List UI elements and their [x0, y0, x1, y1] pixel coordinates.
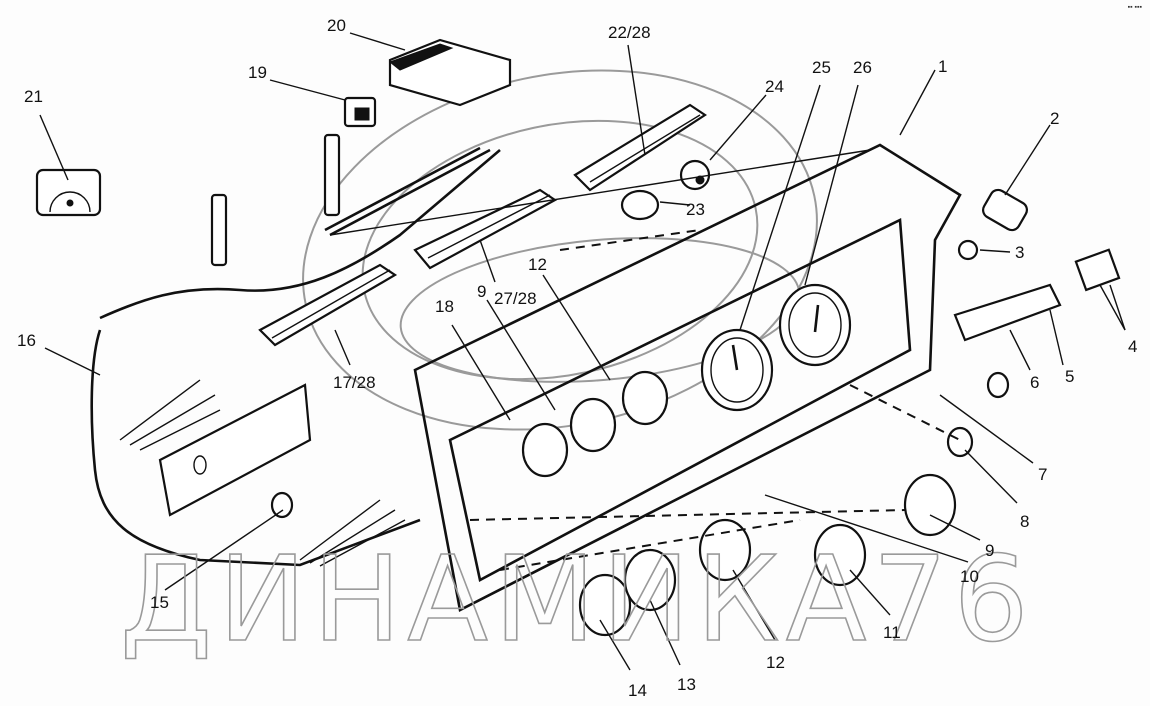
part-7-8-ignition [946, 371, 1010, 458]
gauge-9 [903, 473, 957, 537]
part-23-connector [620, 189, 660, 221]
callout-8: 8 [1020, 512, 1029, 531]
watermark-logo [302, 69, 818, 431]
callout-10: 10 [960, 567, 979, 586]
part-5-6-switches [953, 283, 1062, 342]
part-20-control-unit [388, 38, 512, 107]
switch-strip-22 [573, 103, 707, 192]
callout-13: 13 [677, 675, 696, 694]
callout-2: 2 [1050, 109, 1059, 128]
part-21-relay-block [35, 168, 102, 217]
gauge-25-speedometer [700, 328, 774, 412]
terminal-plate [158, 383, 312, 517]
wiring-harness [90, 146, 501, 567]
callout-5: 5 [1065, 367, 1074, 386]
callout-22-28: 22/28 [608, 23, 651, 42]
panel-housing [413, 143, 962, 612]
callout-12-upper: 12 [528, 255, 547, 274]
callout-27-28: 27/28 [494, 289, 537, 308]
leader-lines [39, 32, 1126, 671]
corner-mark: ▪▪ ▪▪▪ [1127, 4, 1142, 11]
callout-3: 3 [1015, 243, 1024, 262]
callout-9-upper: 9 [477, 282, 486, 301]
callout-4: 4 [1128, 337, 1137, 356]
part-4-bracket [1074, 248, 1121, 292]
callout-19: 19 [248, 63, 267, 82]
callout-12: 12 [766, 653, 785, 672]
assembly-lines [329, 149, 961, 571]
callout-7: 7 [1038, 465, 1047, 484]
callout-25: 25 [812, 58, 831, 77]
callout-20: 20 [327, 16, 346, 35]
callout-9: 9 [985, 541, 994, 560]
part-3-bulb [957, 239, 979, 261]
part-15-connector [270, 491, 294, 519]
switch-strip-17 [258, 263, 398, 347]
callout-26: 26 [853, 58, 872, 77]
callout-11: 11 [883, 623, 901, 642]
callout-16: 16 [17, 331, 36, 350]
part-2-sensor [982, 188, 1028, 232]
callout-24: 24 [765, 77, 784, 96]
callout-18: 18 [435, 297, 454, 316]
callout-21: 21 [24, 87, 43, 106]
part-19-relay [343, 96, 377, 128]
gauge-14 [578, 573, 632, 637]
fuse-clips [210, 133, 341, 267]
gauge-11 [813, 523, 867, 587]
part-24-switch [679, 159, 711, 191]
callout-15: 15 [150, 593, 169, 612]
dash-small-gauges [521, 370, 669, 478]
gauge-26-tachometer [778, 283, 852, 367]
watermark-text: ДИНАМИКА76 [120, 530, 1035, 668]
callout-17-28: 17/28 [333, 373, 376, 392]
callout-6: 6 [1030, 373, 1039, 392]
callout-1: 1 [938, 57, 947, 76]
gauge-13 [623, 548, 677, 612]
callout-23: 23 [686, 200, 705, 219]
callout-14: 14 [628, 681, 647, 700]
callout-labels: 1 2 3 4 5 6 7 8 9 10 11 12 13 14 15 16 1… [17, 16, 1137, 700]
